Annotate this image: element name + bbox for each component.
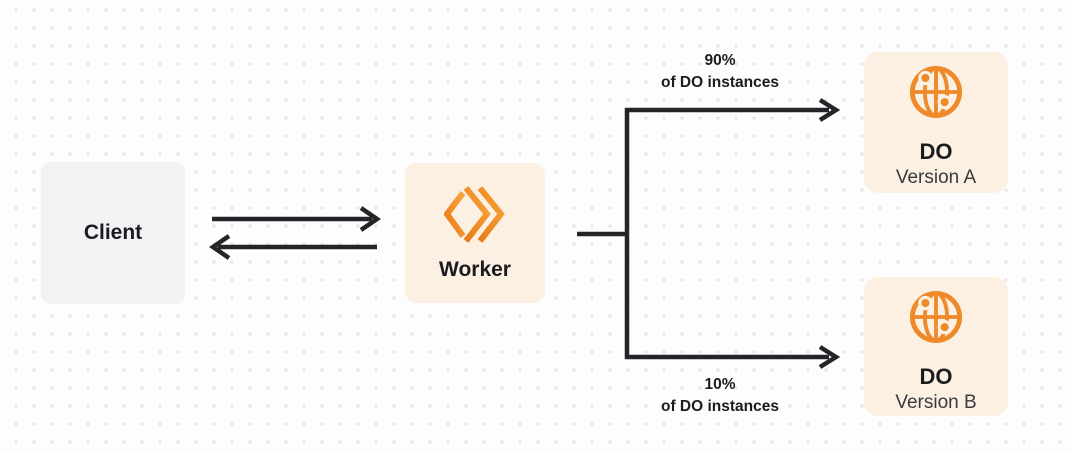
do-version-a-node: DO Version A — [864, 52, 1008, 193]
split-90-label: 90% of DO instances — [610, 50, 830, 93]
client-label: Client — [83, 221, 143, 244]
cloudflare-workers-icon — [444, 186, 505, 243]
do-b-title: DO — [919, 364, 953, 389]
worker-label: Worker — [439, 258, 511, 281]
split-10-caption: of DO instances — [661, 397, 779, 415]
do-b-subtitle: Version B — [895, 392, 977, 413]
worker-node: Worker — [405, 163, 545, 303]
globe-icon — [909, 65, 963, 119]
do-version-b-node: DO Version B — [864, 277, 1008, 416]
arrow-client-to-worker — [212, 206, 381, 232]
split-fork — [624, 98, 841, 369]
split-10-label: 10% of DO instances — [610, 374, 830, 417]
do-a-title: DO — [919, 139, 953, 164]
split-10-percent: 10% — [704, 376, 736, 393]
globe-icon — [909, 290, 963, 344]
split-90-caption: of DO instances — [661, 73, 779, 91]
do-a-subtitle: Version A — [895, 167, 977, 188]
split-90-percent: 90% — [704, 52, 736, 69]
client-node: Client — [41, 162, 185, 304]
arrow-worker-to-client — [209, 234, 377, 260]
